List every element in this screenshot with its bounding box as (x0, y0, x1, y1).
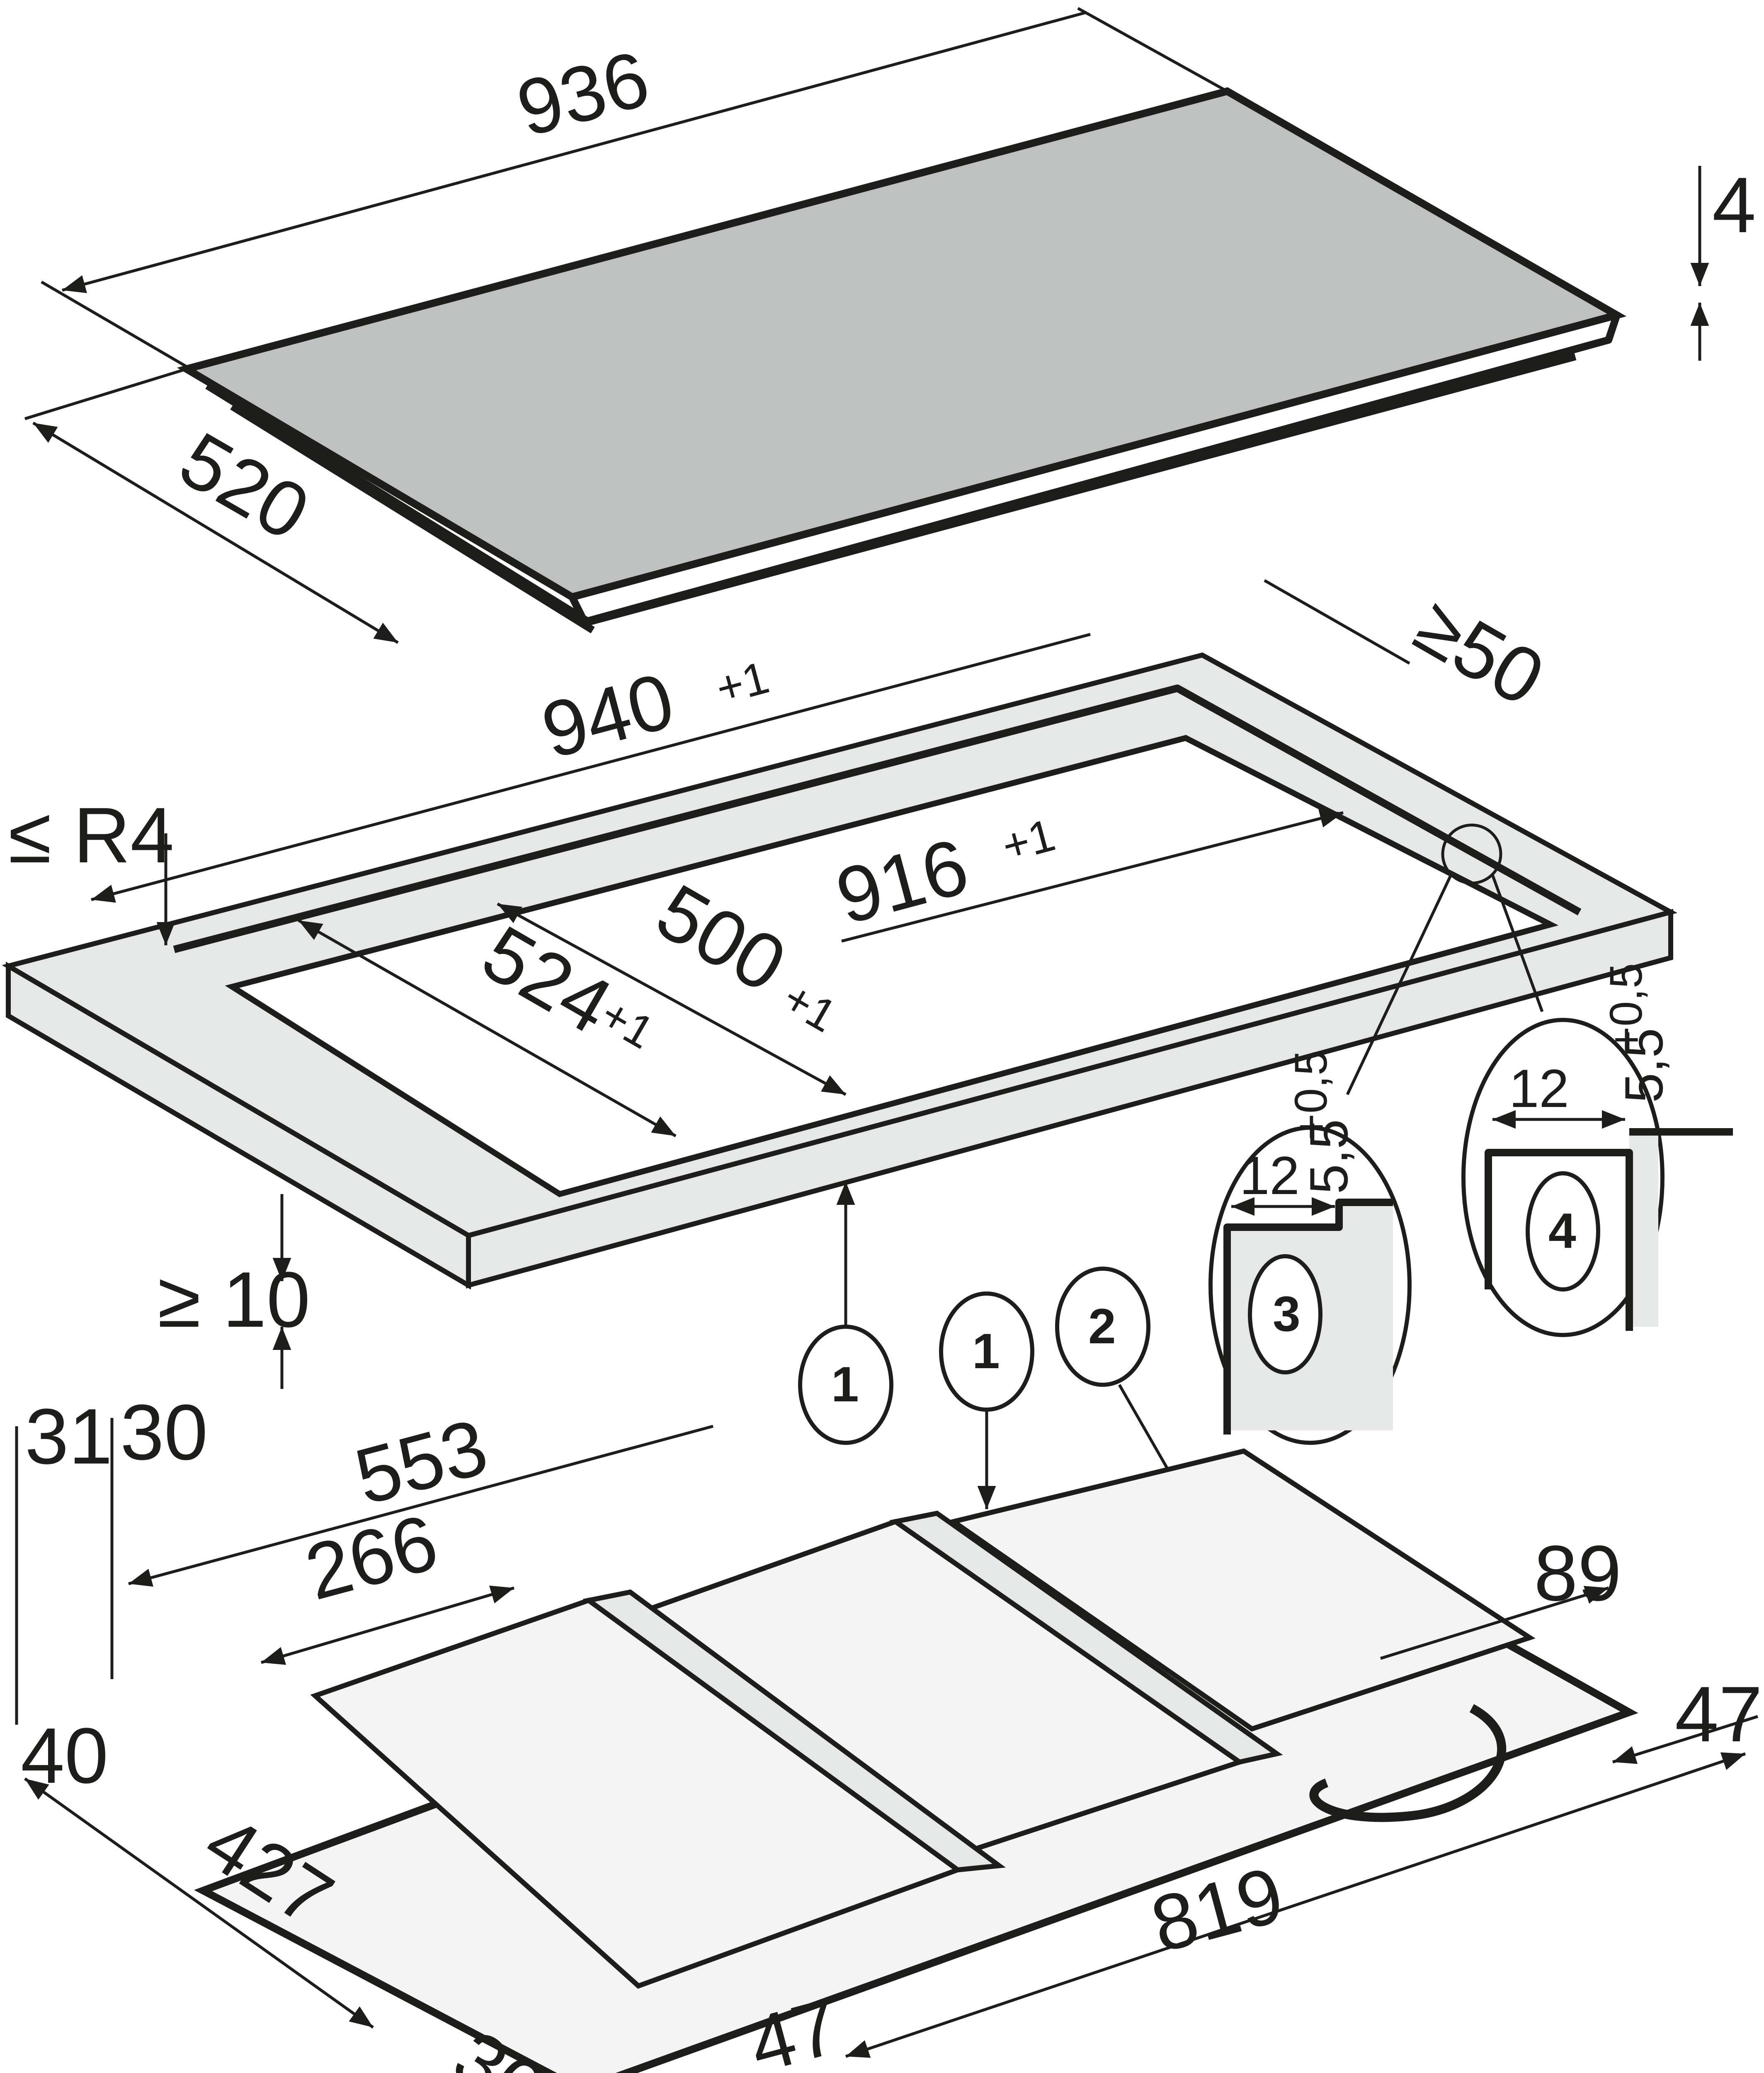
dim-cutout-width: 940 (533, 656, 683, 775)
dim-266: 266 (297, 1498, 446, 1617)
cooktop-glass-top (177, 87, 1627, 601)
callouts: 1 1 2 (798, 1182, 1283, 1668)
worktop-drawing: 940 +1 ≥50 ≤ R4 916 +1 524 +1 500 +1 ≥ 1… (2, 579, 1677, 1389)
detail-4-width: 12 (1509, 1058, 1569, 1119)
dim-47-right: 47 (1675, 1670, 1762, 1758)
callout-2: 2 (1088, 1299, 1116, 1354)
cooktop-drawing: 936 520 4 (24, 7, 1756, 644)
callout-1b: 1 (972, 1323, 1000, 1379)
dim-31: 31 (25, 1393, 112, 1481)
detail-3-tol: +0,5 (1286, 1050, 1337, 1140)
callout-3: 3 (1273, 1286, 1301, 1342)
detail-marker (1441, 823, 1502, 885)
detail-3: 12 5,5 +0,5 3 (1208, 1050, 1412, 1445)
detail-4-tol: +0,5 (1601, 963, 1652, 1053)
dim-rear-clearance: ≥50 (1401, 581, 1558, 723)
callout-1a: 1 (831, 1357, 859, 1412)
dim-corner-radius: ≤ R4 (8, 791, 174, 879)
detail-4: 12 5,5 +0,5 4 (1461, 963, 1733, 1337)
dim-cutout-width-tol: +1 (711, 652, 774, 714)
dim-89: 89 (1534, 1529, 1621, 1617)
dim-worktop-thickness: ≥ 10 (158, 1256, 310, 1344)
detail-4-depth: 5,5 (1614, 1028, 1674, 1103)
underside-drawing: 553 266 31 30 40 427 30 47 819 89 47 (15, 1388, 1762, 2073)
detail-3-depth: 5,5 (1298, 1119, 1359, 1194)
callout-4: 4 (1548, 1203, 1576, 1259)
dim-glass-thickness: 4 (1712, 161, 1756, 249)
detail-3-width: 12 (1240, 1145, 1300, 1206)
dim-30-top: 30 (120, 1388, 208, 1476)
